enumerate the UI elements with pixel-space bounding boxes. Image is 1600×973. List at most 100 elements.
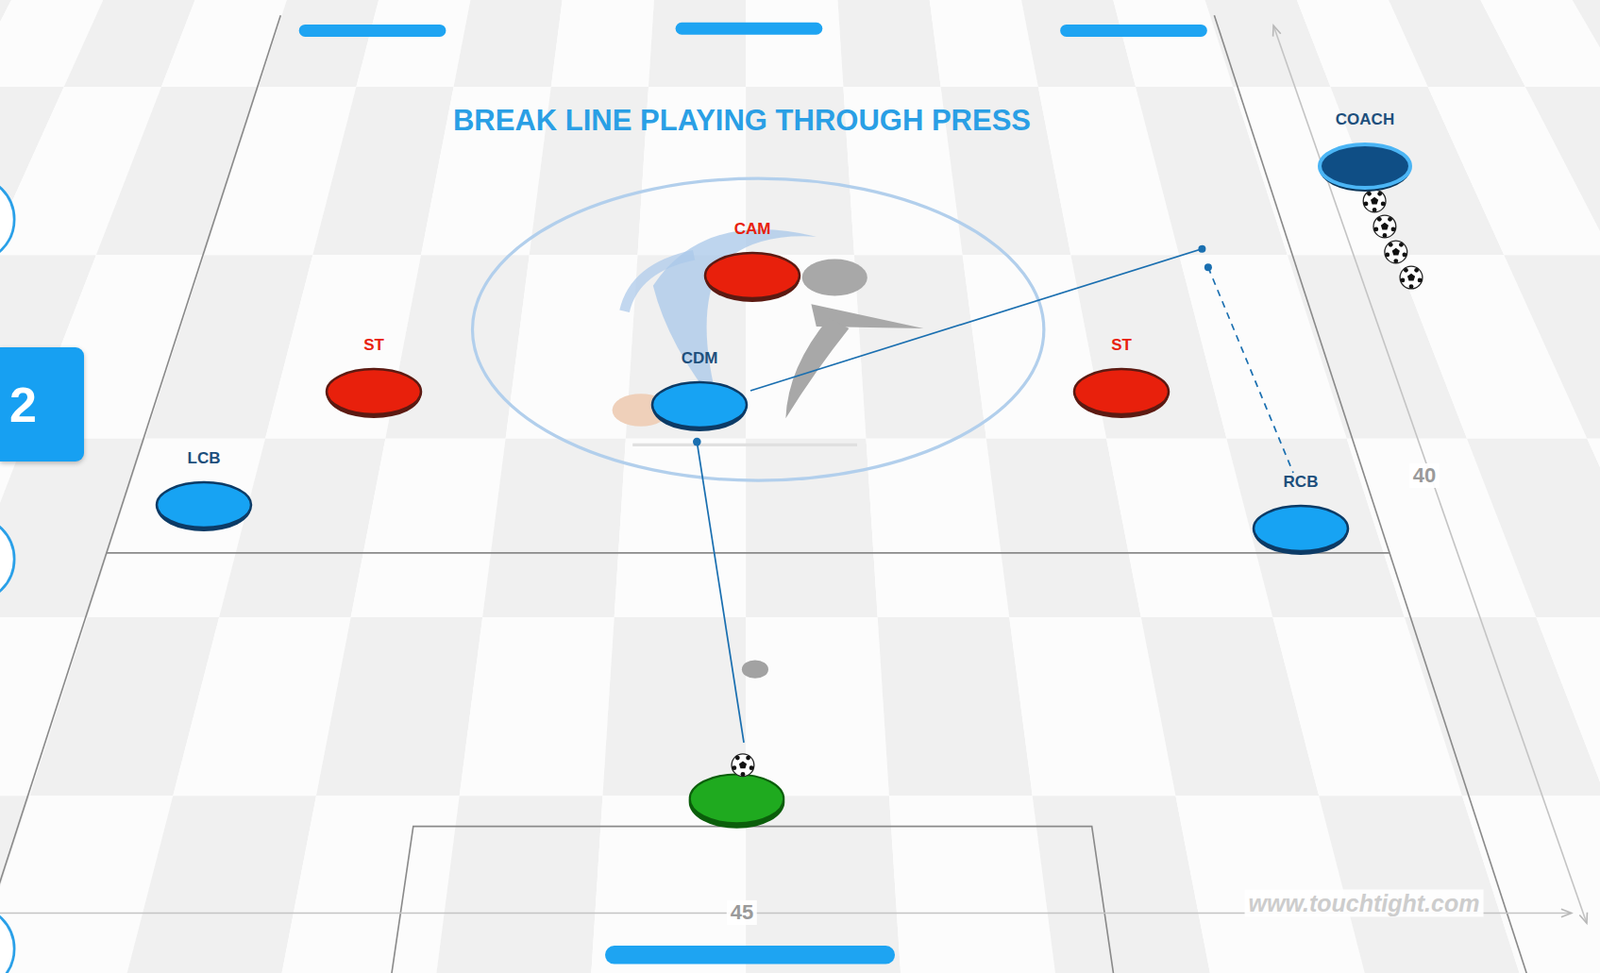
- pitch-line: [105, 552, 1390, 555]
- dimension-arrow: [1579, 912, 1587, 925]
- side-tab: [0, 516, 15, 603]
- player-label: ST: [1111, 336, 1132, 355]
- goal-bar: [299, 24, 447, 37]
- checker-tile: [355, 0, 472, 87]
- checker-tile: [482, 438, 626, 618]
- player-disc: [1313, 140, 1416, 196]
- ball-shell: [731, 754, 755, 777]
- dimension-arrow: [1561, 909, 1572, 918]
- disc-face: [1074, 369, 1169, 415]
- ball-patch: [749, 765, 755, 771]
- ball-patch: [1400, 278, 1406, 284]
- step-number-box: 2: [0, 347, 85, 462]
- side-tab: [0, 176, 15, 263]
- ball-patch: [1377, 191, 1382, 197]
- player-disc: [1070, 366, 1173, 422]
- checker-tile: [648, 0, 746, 87]
- pitch-line: [0, 15, 281, 973]
- logo-shadow: [632, 443, 858, 447]
- checker-tile: [459, 617, 615, 796]
- player-label: ST: [363, 336, 385, 355]
- ball-patch: [1398, 242, 1404, 248]
- ball-shell: [1373, 215, 1397, 238]
- ball-patch: [1381, 222, 1389, 231]
- checker-tile: [454, 0, 564, 87]
- ball-patch: [1370, 197, 1379, 205]
- ball-patch: [1392, 248, 1400, 256]
- player-label: CAM: [734, 219, 772, 239]
- ball-shell: [1363, 189, 1386, 213]
- ball-patch: [1381, 202, 1386, 207]
- logo-ring: [472, 178, 1045, 481]
- dimension-line: [1273, 25, 1587, 924]
- ball-shell: [1399, 266, 1423, 289]
- disc-face: [652, 382, 747, 428]
- player-marker: RCB: [1249, 472, 1352, 558]
- ball-icon: [1399, 266, 1423, 289]
- disc-face: [1253, 505, 1348, 552]
- logo-head: [802, 259, 868, 297]
- logo-swirl: [624, 254, 695, 311]
- ball-patch: [735, 756, 741, 761]
- player-disc: [701, 250, 804, 305]
- disc-face: [326, 369, 422, 415]
- checker-tile: [265, 254, 422, 439]
- watermark: www.touchtight.com: [1245, 890, 1484, 918]
- checker-tile: [602, 617, 746, 796]
- player-label: LCB: [187, 449, 221, 469]
- player-label: RCB: [1283, 472, 1319, 492]
- opponent-marker: CAM: [701, 219, 804, 305]
- disc-face: [705, 252, 800, 299]
- goal-bar: [675, 22, 824, 35]
- player-label: CDM: [681, 349, 719, 369]
- ball-patch: [1393, 258, 1398, 264]
- checker-tile: [1525, 86, 1600, 255]
- pass-line: [1208, 267, 1294, 473]
- pass-dot: [1204, 263, 1213, 271]
- side-tab: [0, 906, 15, 973]
- player-marker: CDM: [648, 349, 751, 435]
- coach-marker: COACH: [1313, 110, 1416, 196]
- dimension-label: 45: [726, 900, 758, 926]
- ball-patch: [1417, 278, 1423, 284]
- ball-patch: [1384, 252, 1390, 258]
- dimension-arrow: [1273, 25, 1281, 37]
- pass-dot: [692, 437, 702, 447]
- ball-icon: [1363, 189, 1386, 213]
- checker-tile: [551, 0, 656, 87]
- checker-tile: [351, 438, 506, 618]
- disc-face: [156, 482, 252, 528]
- checker-tile: [272, 795, 460, 973]
- ball-icon: [1373, 215, 1397, 238]
- logo-leg: [785, 318, 849, 419]
- disc-face: [1319, 144, 1411, 188]
- goal-bar: [1060, 24, 1208, 37]
- ball-patch: [1382, 233, 1388, 238]
- ball-patch: [1407, 273, 1415, 282]
- checker-tile: [430, 795, 603, 973]
- marker-dot: [741, 659, 769, 678]
- ball-patch: [1373, 227, 1379, 233]
- checker-tile: [316, 617, 483, 796]
- ball-patch: [1366, 191, 1372, 197]
- checker-tile: [889, 795, 1062, 973]
- ball-shell: [1384, 240, 1408, 264]
- pitch-line: [1213, 15, 1529, 973]
- checker-tile: [837, 0, 942, 87]
- pass-line: [696, 441, 744, 743]
- checker-tile: [927, 0, 1038, 87]
- checker-tile: [1503, 254, 1600, 439]
- opponent-marker: ST: [322, 336, 425, 422]
- penalty-box: [390, 826, 1114, 973]
- ball-patch: [1387, 217, 1393, 222]
- ball-patch: [1401, 252, 1407, 258]
- step-number: 2: [9, 376, 37, 434]
- player-disc: [322, 366, 425, 422]
- ball-patch: [745, 756, 751, 761]
- goal-bar: [605, 945, 895, 964]
- diagram-title: BREAK LINE PLAYING THROUGH PRESS: [453, 103, 1031, 138]
- checker-tile: [745, 0, 843, 87]
- ball-patch: [1403, 268, 1409, 273]
